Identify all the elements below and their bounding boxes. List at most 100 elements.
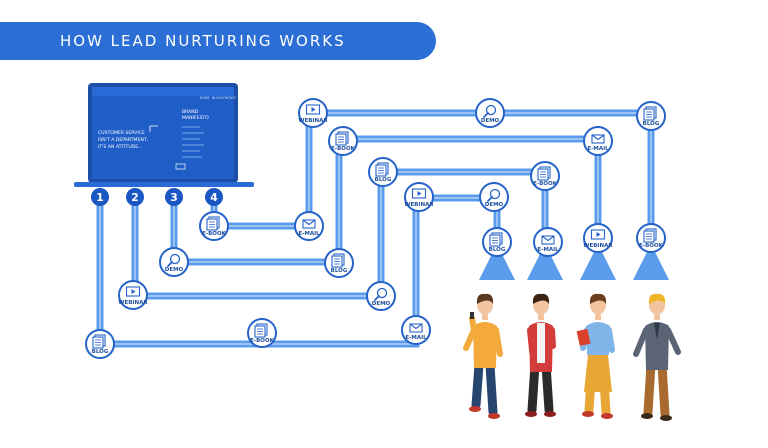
step-number: 2 — [131, 191, 139, 204]
laptop-screen-topbar — [92, 87, 234, 96]
node-label: WEBINAR — [404, 202, 434, 208]
node-label: E-MAIL — [537, 247, 559, 253]
magnifier-icon — [374, 287, 388, 301]
node-blog: BLOG — [482, 227, 512, 257]
node-label: E-BOOK — [202, 231, 227, 237]
node-label: DEMO — [485, 202, 504, 208]
node-demo: DEMO — [479, 182, 509, 212]
node-blog: BLOG — [636, 101, 666, 131]
node-email: E-MAIL — [583, 126, 613, 156]
neck — [654, 312, 660, 320]
arms — [463, 315, 503, 357]
phone-icon — [470, 312, 474, 319]
node-ebook: E-BOOK — [199, 211, 229, 241]
hair — [648, 293, 666, 304]
node-webinar: WEBINAR — [583, 223, 613, 253]
hair — [532, 293, 550, 304]
torso — [473, 322, 497, 368]
shoe — [488, 413, 500, 419]
funnel-4 — [633, 252, 669, 280]
torso — [586, 322, 610, 355]
node-label: BLOG — [489, 247, 506, 253]
step-badge — [205, 188, 223, 206]
shirt-inner — [537, 323, 545, 363]
magnifier-icon — [487, 188, 501, 202]
hair — [476, 293, 494, 304]
laptop-headline-2: ISN'T A DEPARTMENT, — [98, 137, 149, 143]
shoe — [544, 411, 556, 417]
folder-icon — [576, 328, 591, 346]
laptop-headline-1: CUSTOMER SERVICE — [98, 130, 145, 136]
document-icon — [643, 106, 657, 121]
arms — [633, 327, 681, 357]
node-label: E-MAIL — [298, 231, 320, 237]
hair — [589, 293, 607, 304]
laptop-panel-title-1: BRAND — [182, 109, 199, 115]
node-label: BLOG — [92, 349, 109, 355]
node-label: WEBINAR — [298, 118, 328, 124]
step-2: 2 — [126, 188, 144, 206]
node-label: BLOG — [643, 121, 660, 127]
document-icon — [331, 253, 345, 268]
node-ebook: E-BOOK — [328, 126, 358, 156]
envelope-icon — [541, 235, 555, 245]
tie — [654, 323, 660, 340]
funnels — [479, 252, 669, 280]
node-label: DEMO — [372, 301, 391, 307]
video-icon — [305, 104, 321, 115]
node-label: E-BOOK — [331, 146, 356, 152]
document-icon — [206, 216, 220, 231]
shoe — [469, 406, 481, 412]
shoe — [525, 411, 537, 417]
node-label: WEBINAR — [118, 300, 148, 306]
pipe-4 — [210, 109, 655, 242]
legs — [643, 360, 670, 419]
step-badge — [91, 188, 109, 206]
envelope-icon — [302, 219, 316, 229]
laptop: HOME BLOG CONTACT CUSTOMER SERVICE ISN'T… — [74, 83, 254, 187]
node-webinar: WEBINAR — [404, 182, 434, 212]
node-label: BLOG — [331, 268, 348, 274]
document-icon — [375, 162, 389, 177]
step-badge — [126, 188, 144, 206]
node-email: E-MAIL — [533, 227, 563, 257]
laptop-nav-home: HOME — [200, 96, 210, 100]
person-folder — [576, 293, 615, 419]
envelope-icon — [591, 134, 605, 144]
laptop-panel-button — [175, 163, 186, 170]
node-email: E-MAIL — [401, 315, 431, 345]
people — [463, 293, 681, 421]
neck — [595, 312, 601, 320]
node-label: BLOG — [375, 177, 392, 183]
laptop-nav-contact: CONTACT — [221, 96, 236, 100]
video-icon — [125, 286, 141, 297]
video-icon — [590, 229, 606, 240]
laptop-nav-blog: BLOG — [212, 96, 221, 100]
step-badge — [165, 188, 183, 206]
laptop-base — [74, 182, 254, 187]
laptop-screen — [92, 87, 234, 179]
magnifier-icon — [167, 253, 181, 267]
shoe — [582, 411, 594, 417]
step-number: 3 — [170, 191, 178, 204]
node-demo: DEMO — [366, 281, 396, 311]
node-webinar: WEBINAR — [118, 280, 148, 310]
document-icon — [643, 228, 657, 243]
person-walking — [633, 293, 681, 421]
funnel-1 — [479, 252, 515, 280]
nodes: BLOG E-BOOK E-MAIL WEBINAR DEMO DEMO BLOG E-BOO… — [85, 98, 666, 359]
node-label: DEMO — [481, 118, 500, 124]
node-webinar: WEBINAR — [298, 98, 328, 128]
skirt — [584, 355, 612, 392]
node-label: E-MAIL — [587, 146, 609, 152]
shoe — [641, 413, 653, 419]
document-icon — [92, 334, 106, 349]
video-icon — [411, 188, 427, 199]
document-icon — [254, 323, 268, 338]
step-number: 1 — [96, 191, 104, 204]
node-label: E-BOOK — [639, 243, 664, 249]
funnel-2 — [527, 252, 563, 280]
node-label: E-BOOK — [250, 338, 275, 344]
